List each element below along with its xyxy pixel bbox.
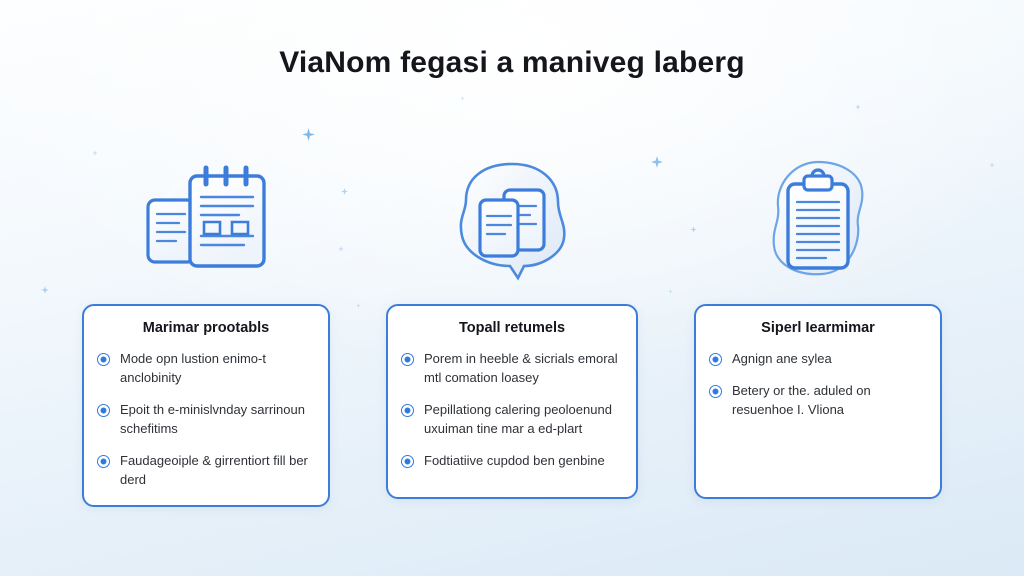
list-item: Epoit th e-minislvnday sarrinoun schefit… xyxy=(98,401,314,439)
list-item: Fodtiatiive cupdod ben genbine xyxy=(402,452,622,471)
list-item-text: Epoit th e-minislvnday sarrinoun schefit… xyxy=(120,402,305,436)
sparkle-icon xyxy=(302,128,315,141)
bullet-dot-icon xyxy=(402,455,413,467)
list-item: Agnign ane sylea xyxy=(710,350,926,369)
bullet-dot-icon xyxy=(402,354,413,366)
card-2-title: Topall retumels xyxy=(458,320,566,336)
list-item-text: Faudageoiple & girrentiort fill ber derd xyxy=(120,452,308,487)
card-2[interactable]: Topall retumels Porem in heeble & sicria… xyxy=(386,304,638,499)
sparkle-icon xyxy=(460,96,465,101)
column-3: Siperl Iearmimar Agnign ane sylea Betery… xyxy=(670,150,966,550)
list-item: Mode opn lustion enimo-t anclobinity xyxy=(98,350,314,388)
list-item-text: Pepillationg calering peoloenund uxuiman… xyxy=(424,402,612,436)
card-3-title: Siperl Iearmimar xyxy=(761,320,875,336)
sparkle-icon xyxy=(855,104,861,110)
bullet-dot-icon xyxy=(710,386,721,398)
list-item: Porem in heeble & sicrials emoral mtl co… xyxy=(402,350,622,388)
card-3-bullet-list: Agnign ane sylea Betery or the. aduled o… xyxy=(710,350,926,420)
bullet-dot-icon xyxy=(98,455,109,467)
card-1-title: Marimar prootabls xyxy=(142,320,270,336)
list-item-text: Mode opn lustion enimo-t anclobinity xyxy=(120,351,266,386)
list-item: Betery or the. aduled on resuenhoe I. Vl… xyxy=(710,382,926,420)
list-item-text: Agnign ane sylea xyxy=(732,351,832,367)
columns-container: Marimar prootabls Mode opn lustion enimo… xyxy=(0,150,1024,550)
list-item-text: Porem in heeble & sicrials emoral mtl co… xyxy=(424,351,618,386)
card-1-bullet-list: Mode opn lustion enimo-t anclobinity Epo… xyxy=(98,350,314,489)
card-1[interactable]: Marimar prootabls Mode opn lustion enimo… xyxy=(82,304,330,508)
bullet-dot-icon xyxy=(710,354,721,366)
list-item: Pepillationg calering peoloenund uxuiman… xyxy=(402,401,622,439)
bullet-dot-icon xyxy=(402,405,413,417)
documents-blob-icon xyxy=(432,150,592,290)
bullet-dot-icon xyxy=(98,405,109,417)
list-item-text: Fodtiatiive cupdod ben genbine xyxy=(424,452,605,468)
bullet-dot-icon xyxy=(98,354,109,366)
card-3[interactable]: Siperl Iearmimar Agnign ane sylea Betery… xyxy=(694,304,942,499)
column-1: Marimar prootabls Mode opn lustion enimo… xyxy=(58,150,354,550)
clipboard-icon xyxy=(738,150,898,290)
page-title: ViaNom fegasi a maniveg laberg xyxy=(279,46,745,79)
list-item-text: Betery or the. aduled on resuenhoe I. Vl… xyxy=(732,383,871,418)
card-2-bullet-list: Porem in heeble & sicrials emoral mtl co… xyxy=(402,350,622,470)
column-2: Topall retumels Porem in heeble & sicria… xyxy=(364,150,660,550)
list-item: Faudageoiple & girrentiort fill ber derd xyxy=(98,452,314,490)
notebook-documents-icon xyxy=(126,150,286,290)
